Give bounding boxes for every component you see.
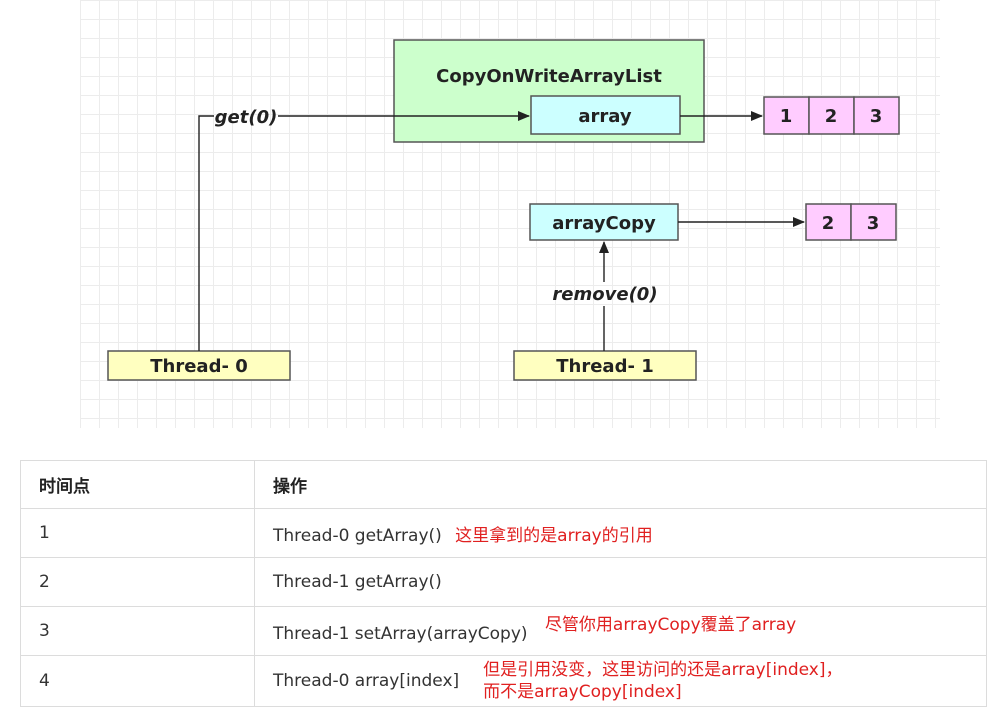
- array-copy-label: arrayCopy: [552, 213, 656, 234]
- array-copy-cell-value: 2: [822, 213, 835, 234]
- get-label: get(0): [215, 107, 278, 128]
- table-row: 4 Thread-0 array[index] 但是引用没变，这里访问的还是ar…: [20, 655, 987, 707]
- thread1-box: [513, 350, 697, 381]
- cell-time: 4: [20, 655, 255, 707]
- array-copy-cells: 2 3: [805, 203, 897, 241]
- thread0-line: [198, 115, 214, 351]
- array-cell-value: 1: [780, 106, 793, 127]
- header-time: 时间点: [20, 460, 255, 509]
- operation-note: 这里拿到的是array的引用: [455, 525, 653, 546]
- array-cell-value: 2: [825, 106, 838, 127]
- table-row: 2 Thread-1 getArray(): [20, 557, 987, 607]
- operation-note: 尽管你用arrayCopy覆盖了array: [544, 614, 797, 635]
- table-row: 3 Thread-1 setArray(arrayCopy) 尽管你用array…: [20, 606, 987, 656]
- array-cell-value: 3: [870, 106, 883, 127]
- array-field-label: array: [578, 106, 631, 127]
- cell-time: 1: [20, 508, 255, 558]
- cell-time: 2: [20, 557, 255, 607]
- operation-text: Thread-0 array[index]: [273, 671, 460, 691]
- array-cell-box: [853, 96, 900, 135]
- cell-operation: Thread-1 setArray(arrayCopy) 尽管你用arrayCo…: [254, 606, 987, 656]
- cell-operation: Thread-0 getArray() 这里拿到的是array的引用: [254, 508, 987, 558]
- table-header-row: 时间点 操作: [20, 460, 987, 509]
- remove-label: remove(0): [552, 284, 657, 305]
- operations-table: 时间点 操作 1 Thread-0 getArray() 这里拿到的是array…: [20, 460, 987, 707]
- header-operation: 操作: [254, 460, 987, 509]
- copy-on-write-diagram: CopyOnWriteArrayList array 1 2 3 arrayCo…: [107, 39, 900, 381]
- array-copy-cell-box: [850, 203, 897, 241]
- thread1-label: Thread- 1: [556, 356, 653, 377]
- table-row: 1 Thread-0 getArray() 这里拿到的是array的引用: [20, 508, 987, 558]
- array-cells: 1 2 3: [763, 96, 900, 135]
- array-field-box: [530, 95, 681, 135]
- array-cell-box: [808, 96, 855, 135]
- cell-operation: Thread-0 array[index] 但是引用没变，这里访问的还是arra…: [254, 655, 987, 707]
- container-label: CopyOnWriteArrayList: [436, 66, 662, 87]
- operation-text: Thread-1 setArray(arrayCopy): [273, 623, 528, 644]
- array-copy-box: [529, 203, 679, 241]
- cell-time: 3: [20, 606, 255, 656]
- cell-operation: Thread-1 getArray(): [254, 557, 987, 607]
- array-copy-cell-value: 3: [867, 213, 880, 234]
- operation-note-line2: 而不是arrayCopy[index]: [483, 682, 682, 702]
- operation-text: Thread-1 getArray(): [273, 572, 442, 592]
- operation-note: 但是引用没变，这里访问的还是array[index]，: [483, 660, 843, 680]
- operation-text: Thread-0 getArray(): [273, 525, 442, 546]
- array-copy-cell-box: [805, 203, 852, 241]
- thread0-label: Thread- 0: [150, 356, 247, 377]
